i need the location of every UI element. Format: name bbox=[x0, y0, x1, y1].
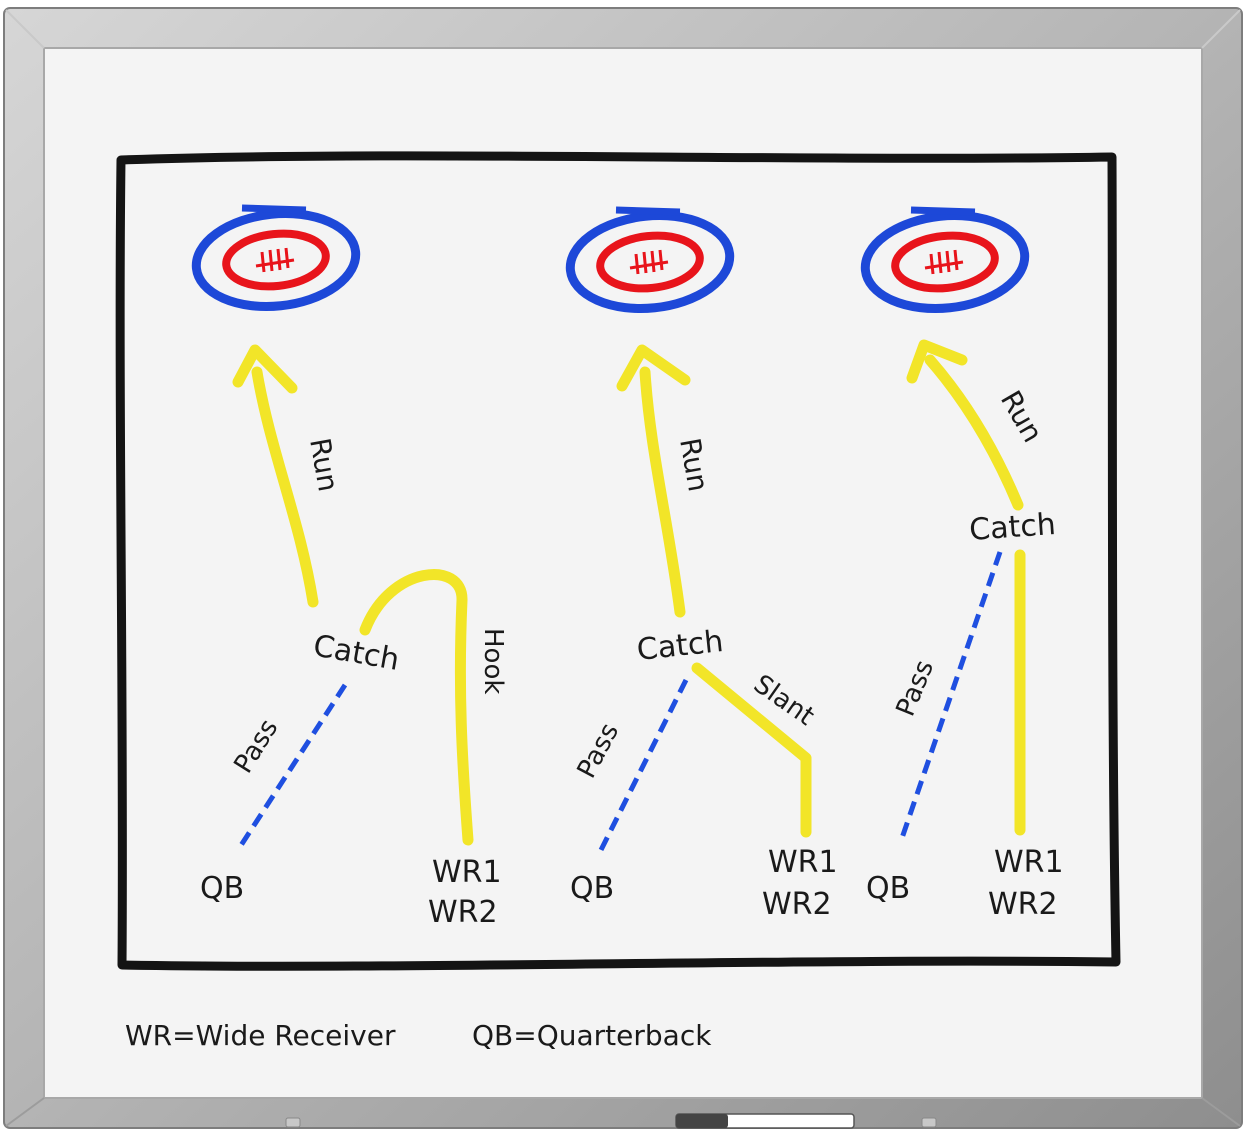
qb-label: QB bbox=[200, 871, 244, 906]
pass-line bbox=[595, 678, 689, 858]
slant-route bbox=[691, 662, 812, 838]
legend-qb: QB=Quarterback bbox=[472, 1019, 712, 1052]
run-arrowhead bbox=[906, 339, 968, 384]
play-1: Run Catch Hook Pass QB WR1 WR2 bbox=[191, 204, 508, 930]
goal-target-icon bbox=[191, 204, 361, 312]
qb-label: QB bbox=[866, 871, 910, 906]
run-arrowhead bbox=[616, 344, 691, 392]
wr2-label: WR2 bbox=[988, 887, 1058, 922]
legend-wr: WR=Wide Receiver bbox=[125, 1019, 396, 1052]
tray-knob-right bbox=[921, 1117, 937, 1128]
wr2-label: WR2 bbox=[762, 887, 832, 922]
catch-label: Catch bbox=[968, 507, 1057, 548]
tray-knob-left bbox=[285, 1117, 301, 1128]
hook-route bbox=[359, 569, 474, 846]
field-border bbox=[115, 151, 1121, 971]
wr2-label: WR2 bbox=[428, 895, 498, 930]
route-label: Hook bbox=[478, 628, 508, 694]
run-route bbox=[924, 354, 1024, 511]
run-route bbox=[251, 366, 319, 608]
wr1-label: WR1 bbox=[432, 855, 502, 890]
pass-line bbox=[235, 683, 348, 852]
marker[interactable] bbox=[675, 1113, 855, 1129]
wr1-label: WR1 bbox=[994, 845, 1064, 880]
pass-line bbox=[899, 551, 1003, 839]
goal-target-icon bbox=[565, 206, 735, 314]
wr1-label: WR1 bbox=[768, 845, 838, 880]
qb-label: QB bbox=[570, 871, 614, 906]
run-arrowhead bbox=[232, 344, 298, 394]
goal-target-icon bbox=[860, 206, 1030, 314]
run-route bbox=[639, 366, 686, 618]
